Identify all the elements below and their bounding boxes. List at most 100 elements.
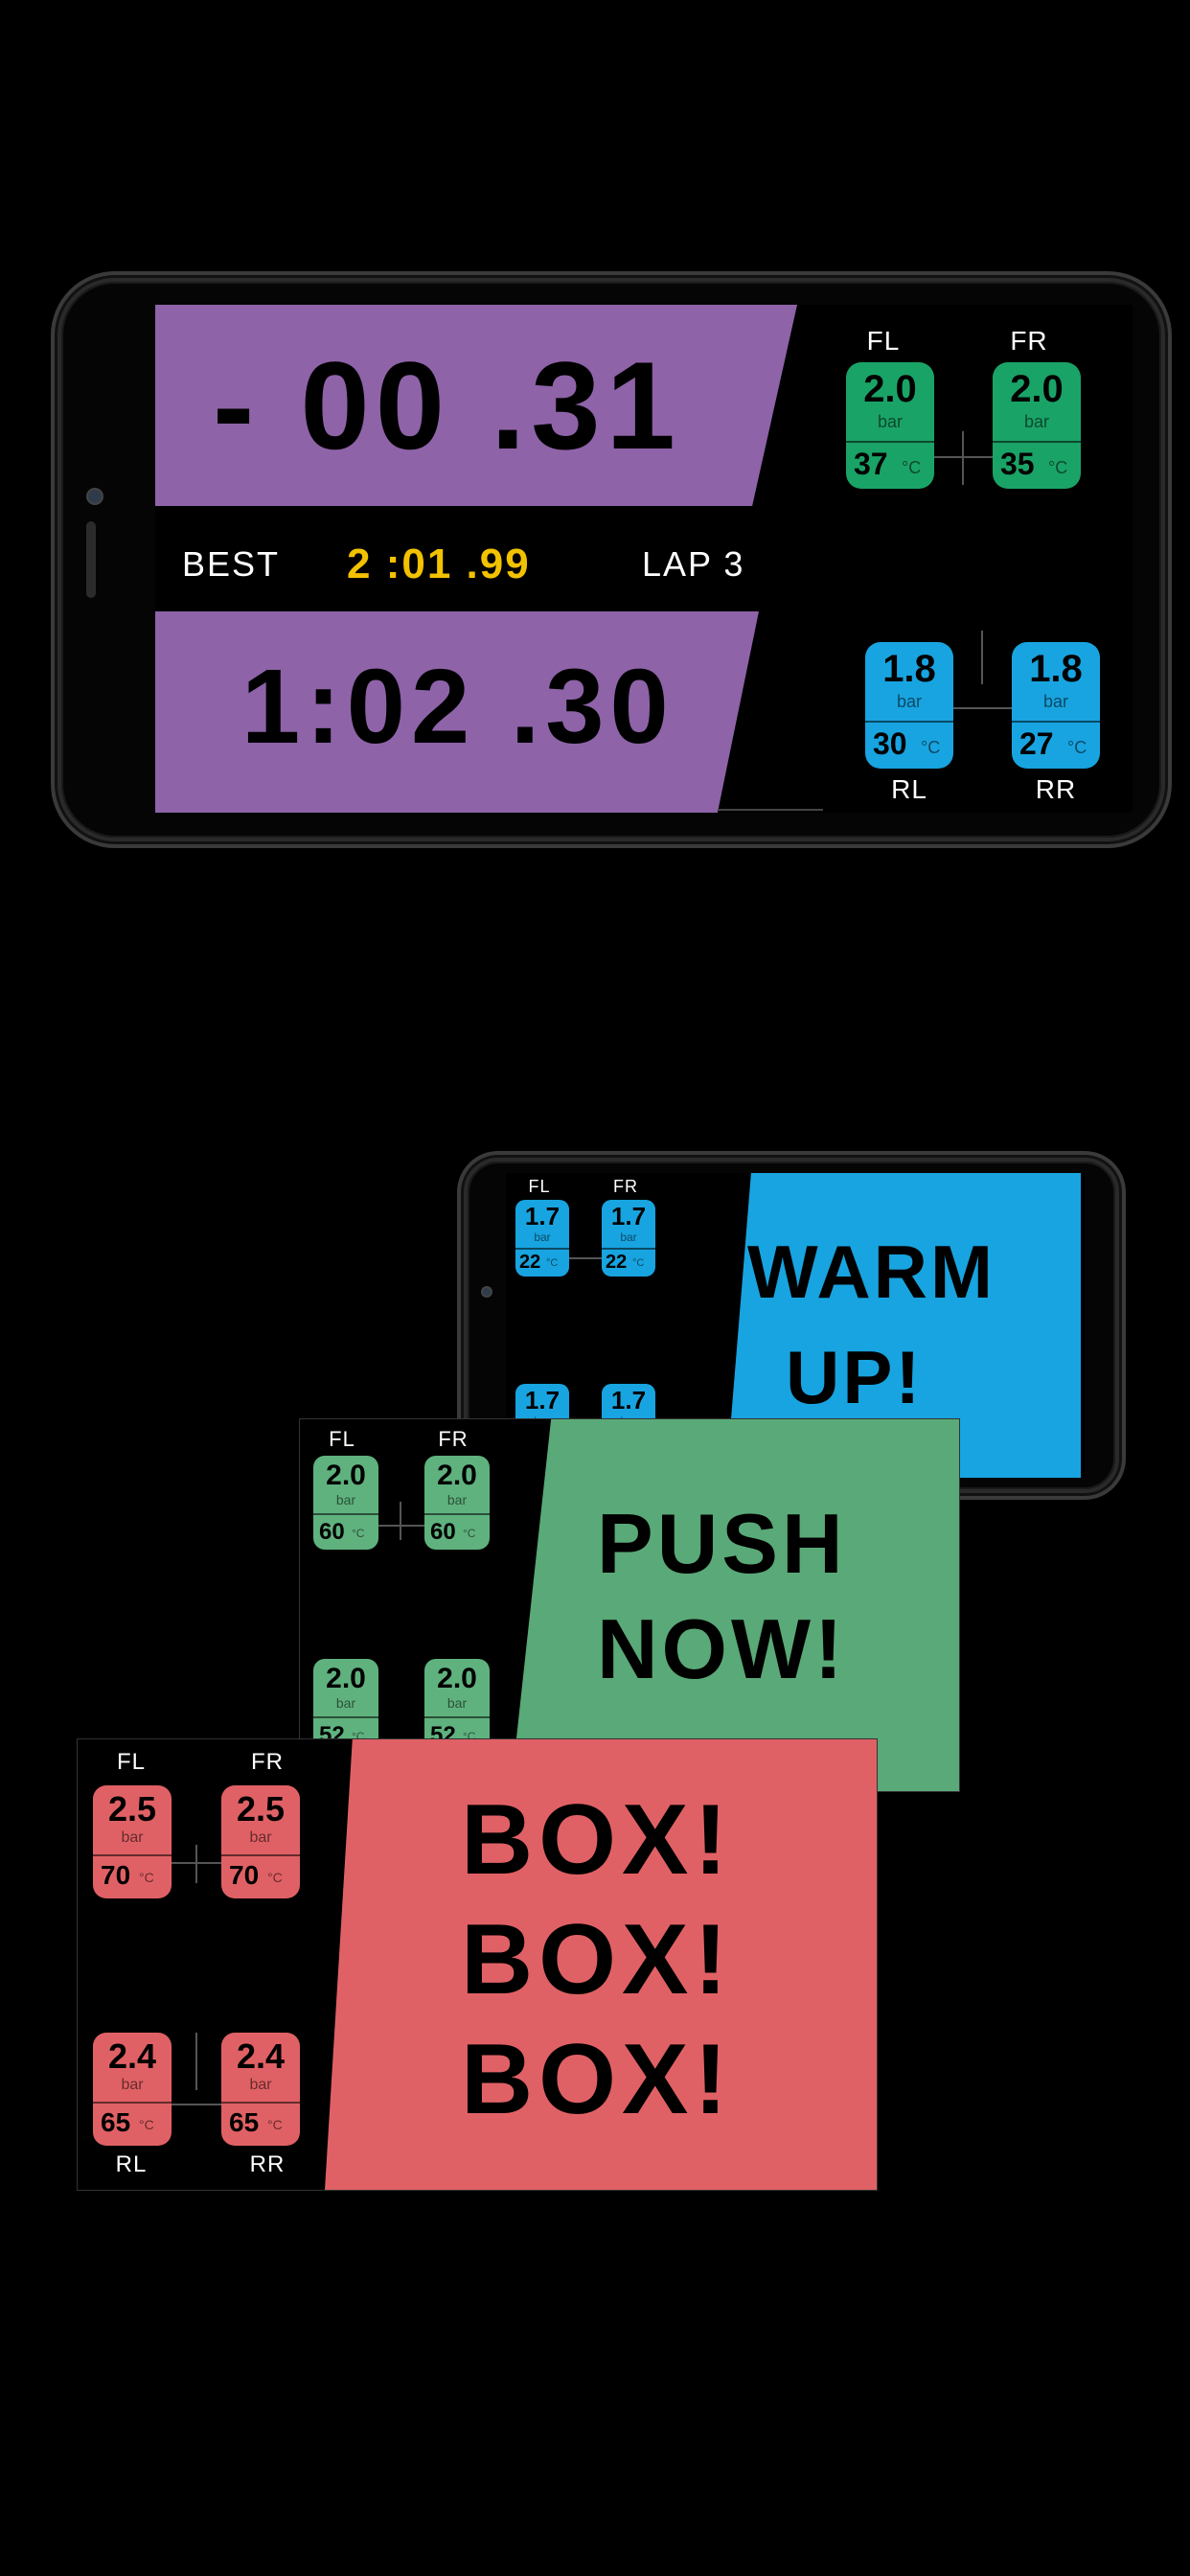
warm-up-line2: UP! <box>786 1335 924 1419</box>
bottom-divider <box>718 809 823 811</box>
tire-temp-unit: °C <box>463 1527 476 1540</box>
tire-temp-unit: °C <box>267 1870 283 1885</box>
tire-temp-unit: °C <box>139 1870 154 1885</box>
tire-pressure: 2.0 <box>863 368 917 410</box>
tire-card-fr: 1.7 bar 22 °C <box>602 1200 655 1276</box>
main-phone-screen: - 00 .31 BEST 2 :01 .99 LAP 3 1:02 .30 F… <box>155 305 1133 813</box>
tire-divider <box>424 1513 490 1515</box>
tire-pressure: 1.7 <box>610 1386 647 1414</box>
tire-pressure: 2.0 <box>1010 368 1064 410</box>
tire-pressure-unit: bar <box>335 1695 356 1711</box>
tire-temp: 65 <box>229 2107 260 2137</box>
tire-temp: 22 <box>606 1252 628 1273</box>
tire-connector <box>378 1525 424 1527</box>
tire-label-rr: RR <box>1035 774 1077 804</box>
tire-divider <box>424 1716 490 1718</box>
tire-card-rl: 2.0 bar 52 °C <box>313 1659 378 1753</box>
tire-card-fr: 2.5 bar 70 °C <box>221 1785 300 1898</box>
tire-pressure: 1.7 <box>610 1202 647 1230</box>
box-box-panel <box>325 1739 877 2190</box>
tire-pressure: 1.8 <box>882 648 936 690</box>
tire-pressure: 2.4 <box>236 2036 286 2076</box>
tire-temp-unit: °C <box>1048 458 1068 477</box>
push-now-screen: PUSH NOW! FL FR 2.0 bar 60 °C 2.0 bar 60… <box>299 1418 960 1792</box>
box-box-screen: BOX! BOX! BOX! FL FR 2.5 bar 70 °C 2.5 b… <box>77 1738 878 2191</box>
main-phone: - 00 .31 BEST 2 :01 .99 LAP 3 1:02 .30 F… <box>57 278 1165 841</box>
tire-label-fr: FR <box>251 1749 284 1775</box>
tire-divider <box>865 721 953 723</box>
tire-temp-unit: °C <box>546 1257 559 1269</box>
tire-temp: 35 <box>1000 447 1035 481</box>
tire-card-fl: 1.7 bar 22 °C <box>515 1200 569 1276</box>
tire-pressure-unit: bar <box>249 1829 272 1846</box>
tire-label-fl: FL <box>528 1177 551 1196</box>
tire-temp: 70 <box>229 1860 260 1890</box>
tire-pressure: 1.8 <box>1029 648 1083 690</box>
current-lap-time: 1:02 .30 <box>241 648 675 766</box>
tire-pressure: 2.5 <box>236 1789 286 1828</box>
tire-divider <box>93 2102 172 2104</box>
tire-pressure-unit: bar <box>534 1230 551 1244</box>
tire-divider <box>1012 721 1100 723</box>
tire-card-fl: 2.5 bar 70 °C <box>93 1785 172 1898</box>
front-camera-icon <box>86 488 103 505</box>
warm-up-line1: WARM <box>747 1230 995 1314</box>
lap-time-panel <box>155 611 759 813</box>
tire-divider <box>602 1248 655 1250</box>
tire-temp-unit: °C <box>267 2117 283 2132</box>
tire-connector <box>981 631 983 684</box>
tire-temp: 65 <box>101 2107 131 2137</box>
speaker-grille <box>86 521 96 598</box>
tire-pressure-unit: bar <box>446 1695 468 1711</box>
delta-time: - 00 .31 <box>213 335 681 475</box>
best-time: 2 :01 .99 <box>347 540 531 587</box>
tire-pressure-unit: bar <box>121 2077 144 2093</box>
tire-label-fr: FR <box>438 1427 469 1451</box>
tire-card-rr: 1.8 bar 27 °C <box>1012 642 1100 769</box>
box-line1: BOX! <box>461 1784 733 1896</box>
tire-divider <box>93 1854 172 1856</box>
tire-pressure-unit: bar <box>446 1492 468 1507</box>
tire-temp: 60 <box>319 1519 345 1545</box>
push-now-panel <box>511 1419 959 1791</box>
tire-pressure: 2.5 <box>107 1789 157 1828</box>
tire-card-fr: 2.0 bar 35 °C <box>993 362 1081 489</box>
tire-card-fl: 2.0 bar 60 °C <box>313 1456 378 1550</box>
tire-label-rr: RR <box>249 2151 286 2177</box>
tire-connector <box>400 1502 401 1540</box>
tire-pressure: 2.0 <box>326 1460 366 1491</box>
best-label: BEST <box>182 544 281 584</box>
tire-divider <box>846 441 934 443</box>
tire-card-rr: 2.4 bar 65 °C <box>221 2033 300 2146</box>
front-camera-icon <box>481 1286 492 1298</box>
tire-label-rl: RL <box>115 2151 148 2177</box>
tire-pressure: 2.0 <box>437 1663 477 1694</box>
tire-temp-unit: °C <box>921 738 941 757</box>
tire-card-rr: 2.0 bar 52 °C <box>424 1659 490 1753</box>
tire-pressure-unit: bar <box>1023 412 1049 431</box>
tire-card-fr: 2.0 bar 60 °C <box>424 1456 490 1550</box>
tire-temp: 22 <box>519 1252 541 1273</box>
delta-panel <box>155 305 797 506</box>
tire-divider <box>313 1716 378 1718</box>
tire-pressure-unit: bar <box>896 692 922 711</box>
tire-pressure: 2.0 <box>437 1460 477 1491</box>
tire-pressure: 1.7 <box>524 1386 561 1414</box>
tire-divider <box>221 2102 300 2104</box>
tire-temp-unit: °C <box>352 1527 365 1540</box>
tire-label-fr: FR <box>1010 326 1048 356</box>
tire-pressure-unit: bar <box>249 2077 272 2093</box>
tire-temp: 37 <box>854 447 888 481</box>
tire-pressure-unit: bar <box>335 1492 356 1507</box>
tire-divider <box>221 1854 300 1856</box>
tire-pressure-unit: bar <box>121 1829 144 1846</box>
tire-label-fr: FR <box>613 1177 638 1196</box>
tire-label-fl: FL <box>329 1427 355 1451</box>
tire-temp: 60 <box>430 1519 456 1545</box>
tire-card-rl: 1.8 bar 30 °C <box>865 642 953 769</box>
tire-connector <box>953 707 1012 709</box>
tire-pressure-unit: bar <box>877 412 903 431</box>
tire-card-fl: 2.0 bar 37 °C <box>846 362 934 489</box>
tire-connector <box>195 2033 197 2090</box>
tire-connector <box>195 1845 197 1883</box>
